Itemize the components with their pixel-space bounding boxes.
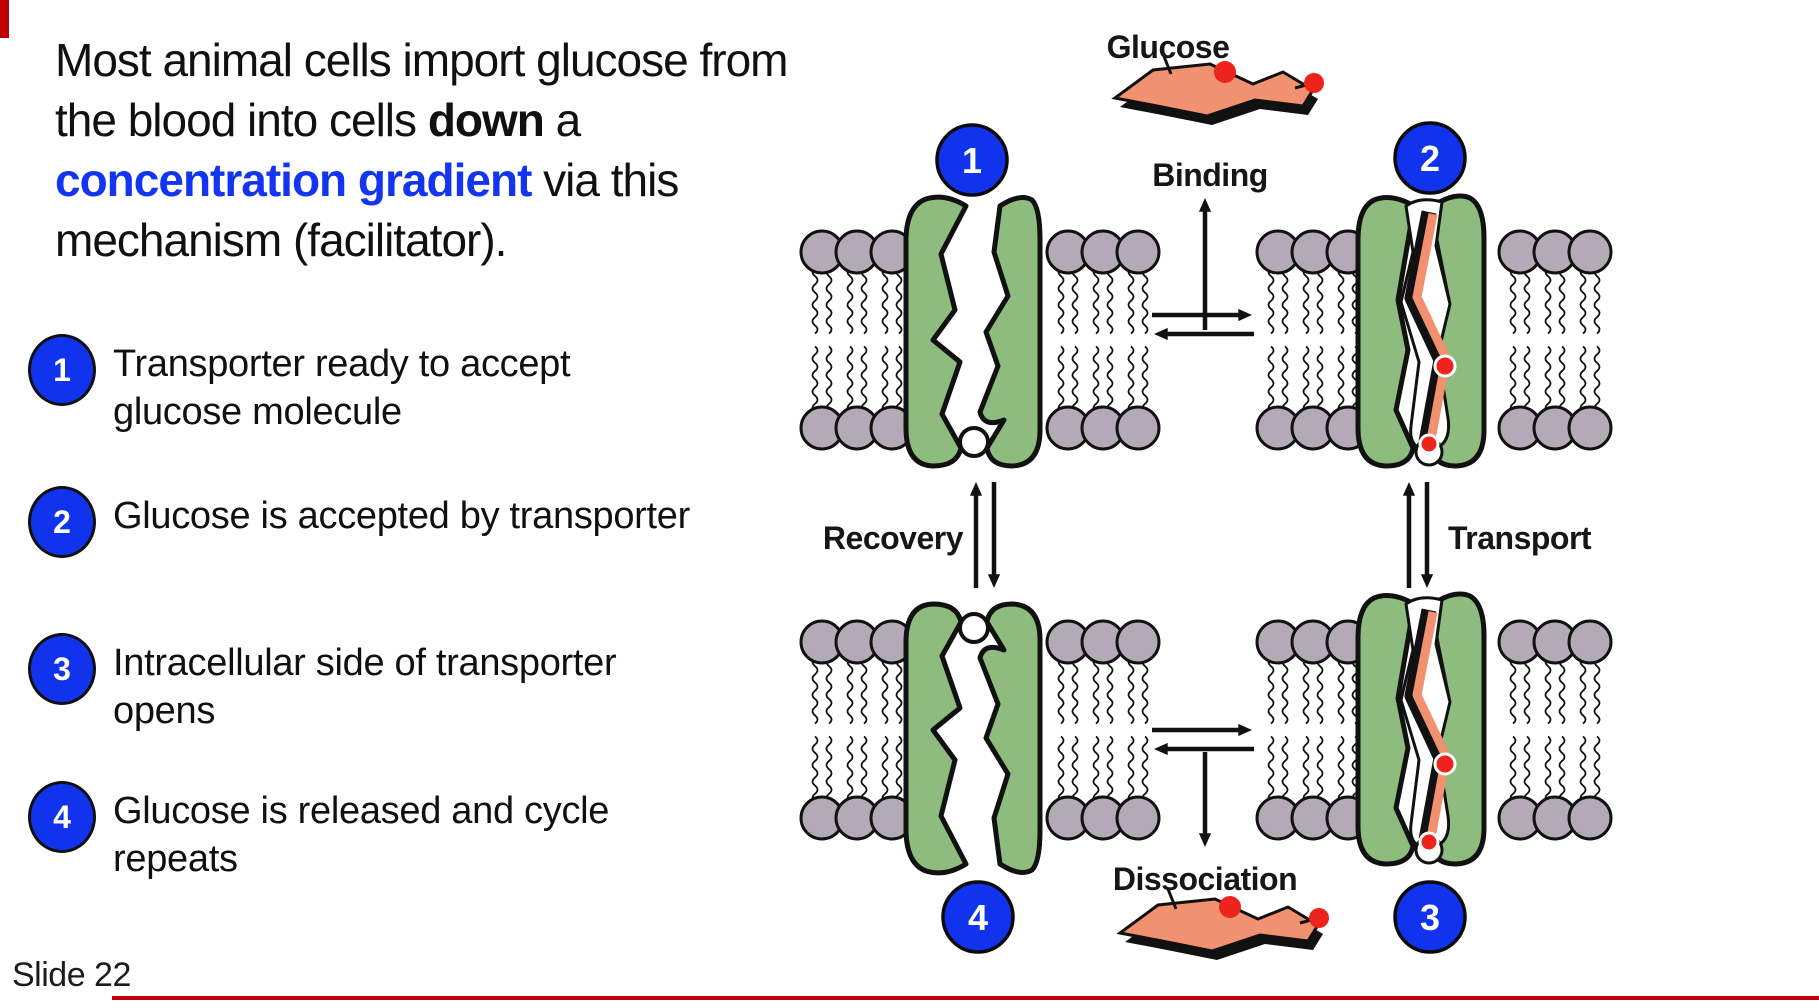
dissociation-label: Dissociation [1113,861,1297,897]
recovery-label: Recovery [823,520,964,556]
diagram-marker-1: 1 [935,123,1009,197]
oxygen-dot [1214,61,1236,83]
oxygen-dot [1433,354,1457,378]
intro-text-segment: Most animal cells import glucose from [55,34,788,86]
oxygen-dot [1219,896,1241,918]
list-item: 2 Glucose is accepted by transporter [28,486,690,558]
membrane-layer [799,229,1613,841]
intro-text-segment: down [427,94,545,146]
marker-4-number: 4 [968,897,988,938]
slide-edge-accent-bottom [112,996,1819,1000]
intro-line: mechanism (facilitator). [55,210,787,270]
diagram-marker-2: 2 [1393,121,1467,195]
step-number-badge: 4 [28,781,96,853]
glucose-molecule-top [1111,53,1324,125]
transporter-state-4-open-inside [903,601,1043,876]
binding-label: Binding [1152,157,1268,193]
transporter-state-1-open-outside [903,194,1043,469]
intro-text-segment: via this [531,154,679,206]
transporter-state-3-glucose-inside [1355,591,1487,867]
intro-text-segment: concentration gradient [55,154,532,206]
intro-text-segment: the blood into cells [55,94,428,146]
step-number-badge: 1 [28,334,96,406]
diagram-marker-4: 4 [941,880,1015,954]
intro-text-segment: mechanism (facilitator). [55,214,507,266]
diagram-marker-3: 3 [1393,880,1467,954]
marker-3-number: 3 [1420,897,1440,938]
intro-line: concentration gradient via this [55,150,787,210]
oxygen-dot [1433,752,1457,776]
step-number-badge: 2 [28,486,96,558]
slide-edge-accent-top [0,0,9,38]
step-text: Glucose is accepted by transporter [113,495,690,537]
oxygen-dot [1309,908,1329,928]
oxygen-dot [1418,831,1440,853]
diagram-artwork [799,53,1613,960]
intro-text-segment: a [543,94,582,146]
marker-2-number: 2 [1420,138,1440,179]
transporter-state-2-glucose-bound [1355,193,1487,469]
transport-label: Transport [1448,520,1592,556]
glucose-molecule-bottom [1116,888,1329,960]
marker-1-number: 1 [962,140,982,181]
oxygen-dot [1418,433,1440,455]
intro-line: Most animal cells import glucose from [55,30,788,90]
glucose-label: Glucose [1107,29,1230,65]
reaction-arrows [969,198,1434,847]
intro-line: the blood into cells down a [55,90,787,150]
step-number-badge: 3 [28,633,96,705]
slide-number: Slide 22 [12,956,131,994]
oxygen-dot [1304,73,1324,93]
